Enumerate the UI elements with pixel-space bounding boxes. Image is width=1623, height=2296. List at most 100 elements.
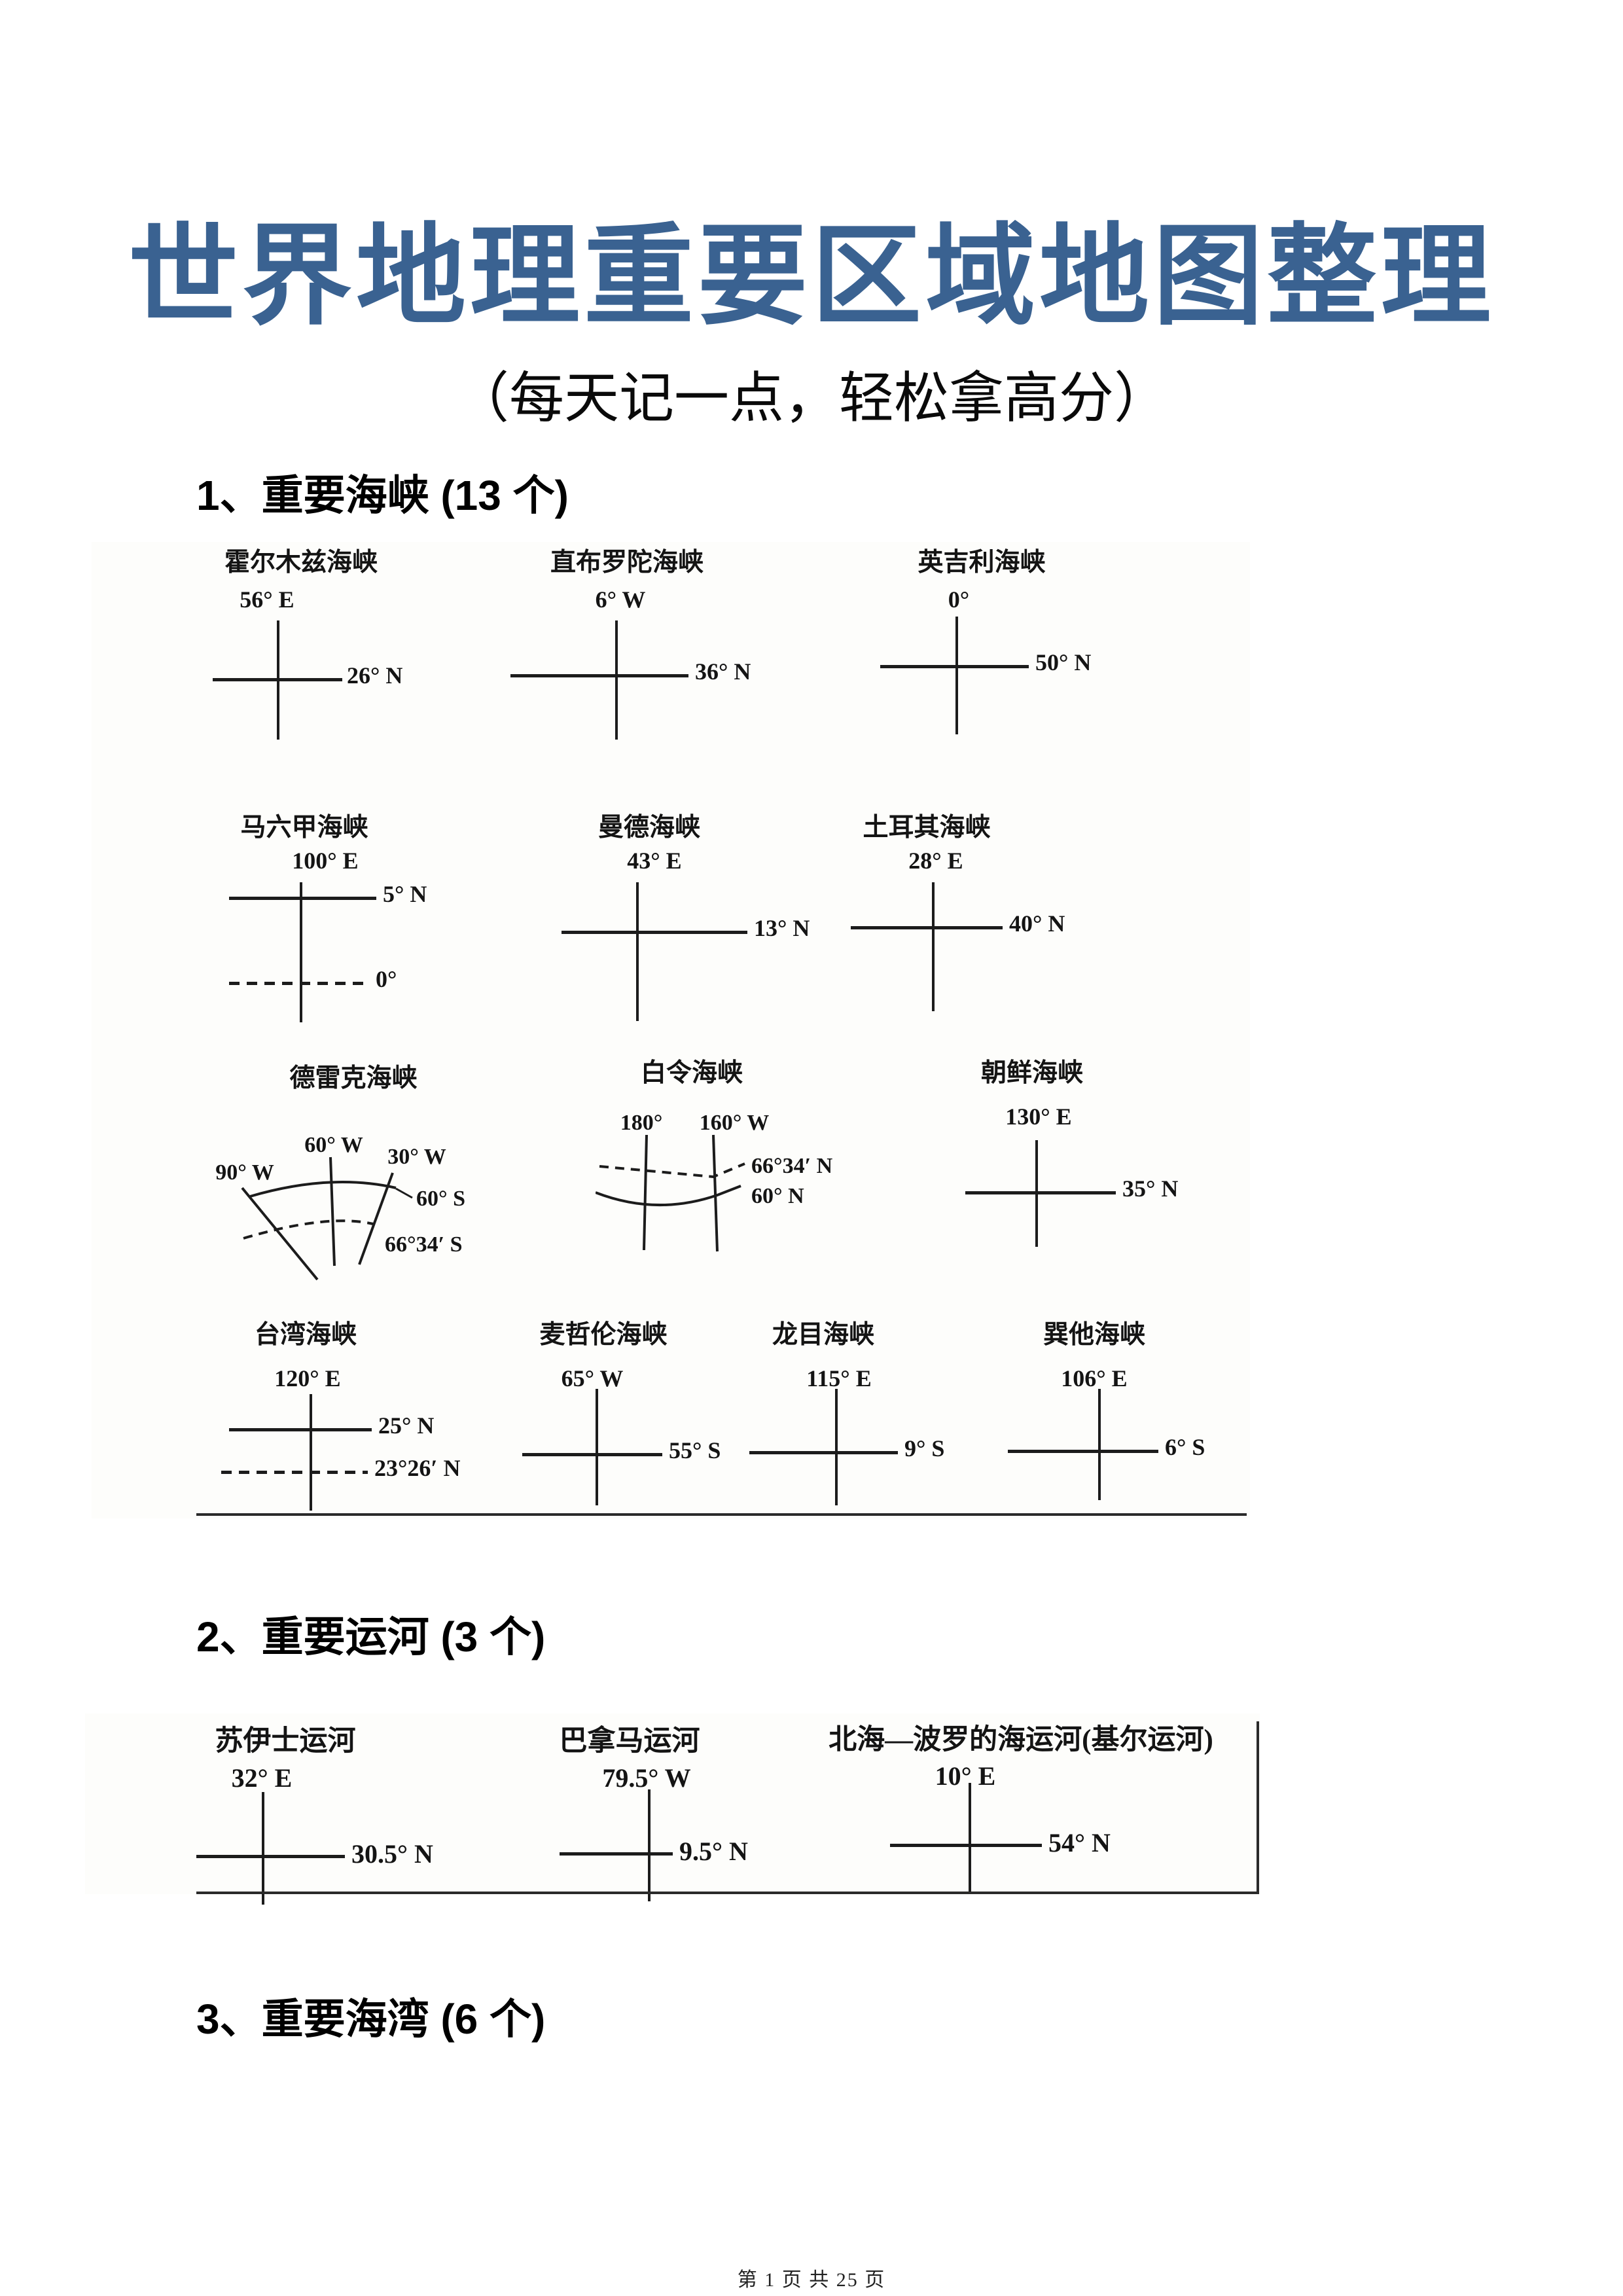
drake-meridian-30w-line — [358, 1172, 394, 1265]
canal-panama-name: 巴拿马运河 — [559, 1726, 700, 1757]
canals-figure — [85, 1713, 1260, 1894]
strait-malacca-latitude-label: 5° N — [383, 881, 427, 907]
canal-panama-longitude-label: 79.5° W — [602, 1763, 691, 1793]
strait-taiwan-tropic-line — [221, 1471, 368, 1474]
strait-turkish-latitude-label: 40° N — [1009, 910, 1065, 937]
canal-panama-latitude-label: 9.5° N — [679, 1837, 748, 1866]
canals-figure-right-edge — [1257, 1721, 1259, 1894]
drake-lat-60s-label: 60° S — [416, 1187, 465, 1211]
drake-antarctic-circle-line — [243, 1219, 374, 1240]
canal-suez-meridian-line — [262, 1792, 264, 1905]
page-number-footer: 第 1 页 共 25 页 — [737, 2269, 886, 2291]
strait-gibraltar-parallel-line — [510, 674, 688, 677]
bering-parallel-60n-line — [596, 1185, 741, 1206]
strait-hormuz-parallel-line — [213, 678, 342, 681]
strait-sunda-longitude-label: 106° E — [1061, 1365, 1128, 1391]
strait-magellan-latitude-label: 55° S — [669, 1437, 721, 1463]
bering-arctic-circle-line — [599, 1162, 745, 1179]
strait-taiwan-parallel-line — [229, 1428, 372, 1431]
strait-english-longitude-label: 0° — [948, 586, 970, 613]
strait-malacca-parallel-line — [229, 897, 376, 900]
drake-meridian-90w-line — [241, 1187, 319, 1281]
canal-suez-longitude-label: 32° E — [231, 1763, 293, 1793]
drake-lon-90w-label: 90° W — [215, 1160, 274, 1185]
drake-passage-figure: 90° W 60° W 30° W 60° S 66°34′ S — [215, 1133, 465, 1281]
strait-turkish-meridian-line — [932, 882, 935, 1011]
drake-lat-6634s-label: 66°34′ S — [385, 1232, 463, 1257]
canal-kiel-name: 北海—波罗的海运河(基尔运河) — [829, 1725, 1213, 1755]
section-heading-gulfs: 3、重要海湾 (6 个) — [196, 1996, 546, 2043]
strait-english-name: 英吉利海峡 — [918, 548, 1046, 577]
strait-lombok-longitude-label: 115° E — [806, 1365, 872, 1391]
canal-kiel-parallel-line — [890, 1844, 1042, 1847]
canal-suez-name: 苏伊士运河 — [215, 1726, 356, 1757]
strait-taiwan-latitude-label: 25° N — [378, 1412, 435, 1439]
page-subtitle: （每天记一点，轻松拿高分） — [454, 368, 1169, 429]
strait-lombok-latitude-label: 9° S — [904, 1435, 945, 1462]
bering-lon-180-label: 180° — [620, 1111, 663, 1135]
strait-magellan-name: 麦哲伦海峡 — [539, 1321, 668, 1349]
strait-english-parallel-line — [880, 665, 1029, 668]
strait-malacca-longitude-label: 100° E — [292, 848, 359, 874]
strait-english-latitude-label: 50° N — [1035, 649, 1092, 675]
strait-taiwan-name: 台湾海峡 — [254, 1321, 357, 1349]
strait-mandeb-latitude-label: 13° N — [754, 915, 810, 941]
strait-english-meridian-line — [955, 617, 958, 734]
canal-suez-latitude-label: 30.5° N — [351, 1839, 433, 1869]
strait-bering-name: 白令海峡 — [640, 1059, 743, 1087]
strait-magellan-parallel-line — [522, 1453, 662, 1456]
strait-mandeb-longitude-label: 43° E — [627, 848, 682, 874]
strait-taiwan-tropic-label: 23°26′ N — [374, 1455, 461, 1481]
strait-gibraltar-latitude-label: 36° N — [695, 658, 751, 685]
page-title: 世界地理重要区域地图整理 — [128, 217, 1495, 338]
bering-lon-160w-label: 160° W — [700, 1111, 769, 1135]
strait-lombok-name: 龙目海峡 — [772, 1321, 875, 1349]
drake-60s-tick — [395, 1187, 413, 1199]
strait-taiwan-longitude-label: 120° E — [274, 1365, 341, 1391]
strait-korea-latitude-label: 35° N — [1122, 1175, 1179, 1202]
bering-meridian-180-line — [643, 1134, 648, 1251]
strait-hormuz-latitude-label: 26° N — [347, 662, 403, 689]
strait-magellan-longitude-label: 65° W — [561, 1365, 624, 1391]
canal-kiel-latitude-label: 54° N — [1048, 1828, 1111, 1857]
strait-korea-parallel-line — [965, 1191, 1116, 1194]
bering-lat-60n-label: 60° N — [751, 1184, 804, 1208]
straits-figure-bottom-edge — [196, 1513, 1247, 1516]
drake-lon-30w-label: 30° W — [387, 1145, 446, 1169]
strait-sunda-parallel-line — [1008, 1450, 1158, 1453]
strait-taiwan-meridian-line — [310, 1394, 312, 1511]
bering-lat-6634n-label: 66°34′ N — [751, 1154, 833, 1178]
strait-magellan-meridian-line — [596, 1389, 598, 1505]
strait-mandeb-parallel-line — [562, 931, 747, 934]
strait-lombok-meridian-line — [835, 1389, 838, 1505]
strait-malacca-equator-label: 0° — [376, 966, 397, 992]
strait-gibraltar-longitude-label: 6° W — [595, 586, 646, 613]
drake-parallel-60s-line — [249, 1181, 397, 1198]
bering-strait-figure: 180° 160° W 66°34′ N 60° N — [596, 1111, 833, 1252]
straits-figure — [92, 542, 1250, 1518]
canal-kiel-meridian-line — [969, 1783, 971, 1892]
strait-lombok-parallel-line — [749, 1451, 898, 1454]
strait-mandeb-meridian-line — [636, 882, 639, 1021]
canal-kiel-longitude-label: 10° E — [935, 1761, 996, 1791]
drake-lon-60w-label: 60° W — [304, 1133, 363, 1157]
strait-malacca-name: 马六甲海峡 — [240, 814, 368, 842]
canals-figure-bottom-edge — [196, 1892, 1259, 1894]
strait-turkish-longitude-label: 28° E — [908, 848, 963, 874]
drake-meridian-60w-line — [329, 1157, 336, 1266]
strait-turkish-parallel-line — [851, 926, 1003, 929]
strait-mandeb-name: 曼德海峡 — [597, 814, 701, 842]
strait-turkish-name: 土耳其海峡 — [863, 814, 991, 842]
canal-suez-parallel-line — [196, 1855, 345, 1858]
strait-sunda-meridian-line — [1098, 1389, 1101, 1500]
strait-hormuz-longitude-label: 56° E — [240, 586, 294, 613]
strait-drake-name: 德雷克海峡 — [289, 1064, 418, 1092]
canal-panama-meridian-line — [648, 1789, 651, 1901]
strait-gibraltar-meridian-line — [615, 620, 618, 740]
strait-korea-longitude-label: 130° E — [1005, 1103, 1072, 1130]
canal-panama-parallel-line — [560, 1852, 673, 1856]
strait-hormuz-name: 霍尔木兹海峡 — [224, 548, 378, 577]
section-heading-straits: 1、重要海峡 (13 个) — [196, 472, 569, 519]
strait-malacca-meridian-line — [300, 882, 302, 1022]
